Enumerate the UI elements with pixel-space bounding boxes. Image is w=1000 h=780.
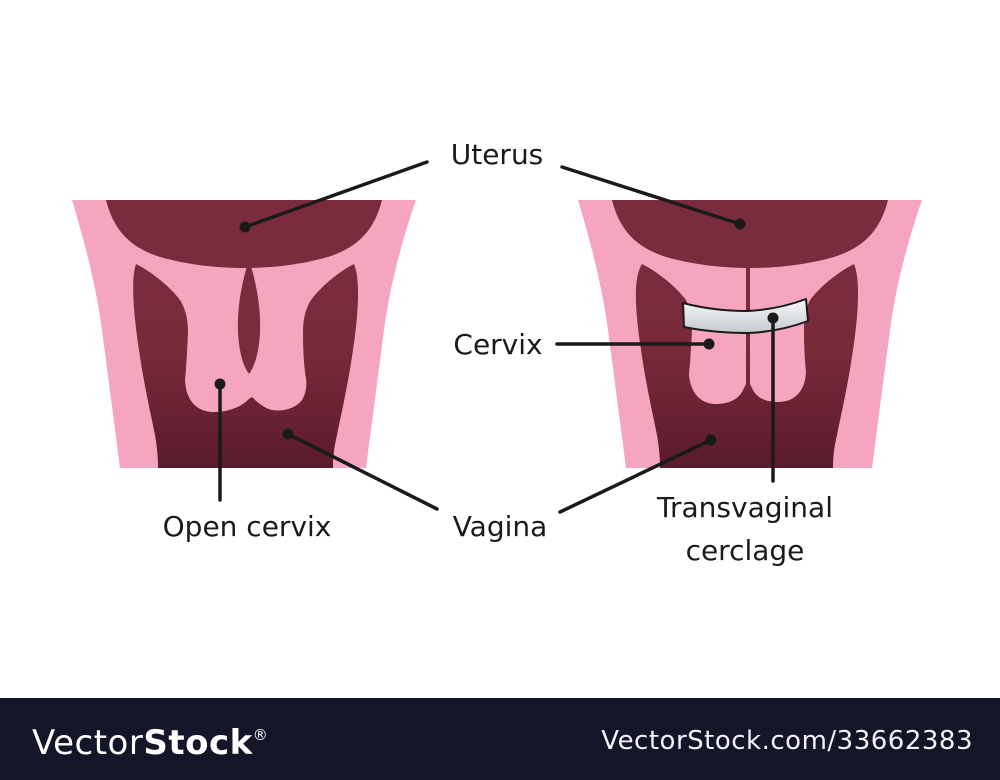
annotation-dots — [214, 218, 779, 446]
cerclage-dot — [767, 312, 779, 324]
left-vaginal-cavity — [133, 264, 359, 468]
right-closed-cervical-canal — [746, 260, 750, 318]
cervix-dot — [703, 338, 715, 350]
logo-text-bold: Stock — [143, 723, 253, 763]
vagina-pointer-line-right — [558, 438, 713, 514]
logo-text-light: Vector — [32, 723, 144, 763]
image-attribution-url: VectorStock.com/33662383 — [601, 726, 973, 756]
uterus-pointer-line-left — [243, 160, 429, 229]
right-diagram-cerclage — [578, 200, 922, 468]
vectorstock-logo: VectorStock® — [32, 718, 268, 760]
left-uterine-cavity — [106, 200, 382, 268]
open-cervix-label: Open cervix — [162, 510, 332, 543]
vagina-dot-right — [705, 434, 717, 446]
cerclage-band — [682, 298, 809, 334]
watermark-bar: VectorStock® VectorStock.com/33662383 — [0, 698, 1000, 780]
uterus-dot-left — [239, 221, 251, 233]
cerclage-label-line2: cerclage — [685, 534, 805, 567]
vagina-pointer-line-left — [286, 432, 439, 511]
vagina-label: Vagina — [452, 510, 548, 543]
left-open-cervical-canal — [237, 260, 261, 374]
vagina-dot-left — [282, 428, 294, 440]
right-vaginal-cavity — [635, 264, 859, 468]
uterus-dot-right — [734, 218, 746, 230]
right-uterine-cavity — [612, 200, 888, 268]
uterus-pointer-line-right — [560, 165, 742, 226]
cervix-label: Cervix — [453, 328, 543, 361]
open-cervix-dot — [214, 378, 226, 390]
left-diagram-open-cervix — [72, 200, 416, 468]
cerclage-label-line1: Transvaginal — [657, 491, 833, 524]
annotation-lines — [218, 160, 775, 514]
transvaginal-cerclage-label: Transvaginal cerclage — [657, 486, 833, 572]
uterus-label: Uterus — [450, 138, 544, 171]
registered-mark: ® — [252, 726, 269, 744]
